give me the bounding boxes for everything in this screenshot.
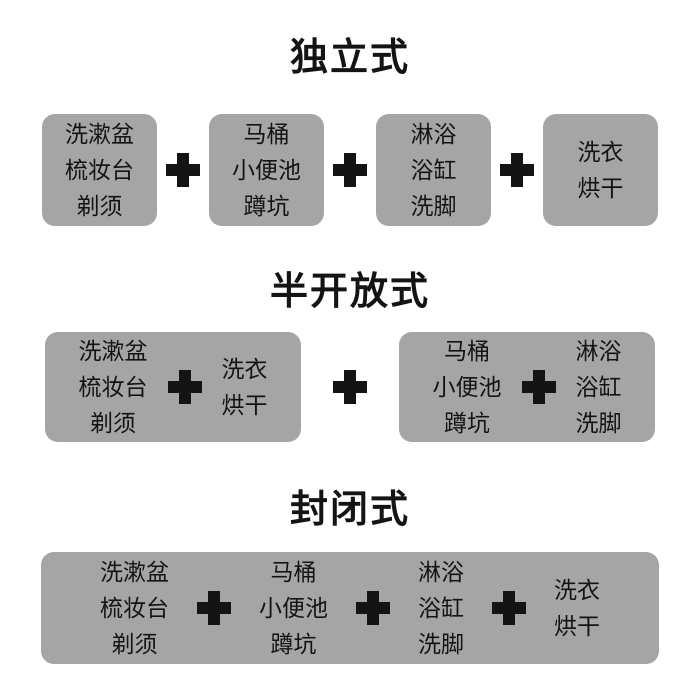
washing-laundry-box: 洗漱盆 梳妆台 剃须 洗衣 烘干 <box>45 332 301 442</box>
fixture-label: 梳妆台 <box>78 374 148 400</box>
bathing-group: 淋浴 浴缸 洗脚 <box>411 116 457 224</box>
section-enclosed: 封闭式 洗漱盆 梳妆台 剃须 马桶 小便池 蹲坑 淋浴 浴缸 洗脚 <box>0 482 700 664</box>
fixture-label: 蹲坑 <box>270 631 317 657</box>
fixture-label: 烘干 <box>577 175 624 201</box>
fixture-label: 小便池 <box>232 157 301 183</box>
fixture-label: 洗衣 <box>577 139 624 165</box>
plus-icon <box>500 153 534 187</box>
all-in-one-box: 洗漱盆 梳妆台 剃须 马桶 小便池 蹲坑 淋浴 浴缸 洗脚 <box>41 552 659 664</box>
independent-row: 洗漱盆 梳妆台 剃须 马桶 小便池 蹲坑 淋浴 浴缸 洗脚 <box>0 114 700 226</box>
fixture-label: 洗漱盆 <box>100 559 169 585</box>
bathing-box: 淋浴 浴缸 洗脚 <box>376 114 491 226</box>
fixture-label: 洗漱盆 <box>65 121 134 147</box>
plus-icon <box>333 153 367 187</box>
fixture-label: 洗脚 <box>410 193 457 219</box>
fixture-label: 马桶 <box>270 559 317 585</box>
section-semi-open: 半开放式 洗漱盆 梳妆台 剃须 洗衣 烘干 马桶 小便池 蹲坑 <box>0 264 700 442</box>
fixture-label: 烘干 <box>554 613 600 639</box>
washing-group: 洗漱盆 梳妆台 剃须 <box>79 333 148 441</box>
section-independent: 独立式 洗漱盆 梳妆台 剃须 马桶 小便池 蹲坑 淋浴 <box>0 30 700 226</box>
section-title-enclosed: 封闭式 <box>289 489 410 531</box>
laundry-group: 洗衣 烘干 <box>554 572 600 644</box>
plus-icon <box>166 153 200 187</box>
laundry-group: 洗衣 烘干 <box>578 134 624 206</box>
fixture-label: 淋浴 <box>418 559 464 585</box>
toilet-group: 马桶 小便池 蹲坑 <box>232 116 301 224</box>
plus-icon <box>333 370 367 404</box>
fixture-label: 洗漱盆 <box>78 338 148 364</box>
fixture-label: 浴缸 <box>575 374 622 400</box>
fixture-label: 洗衣 <box>554 577 600 603</box>
fixture-label: 小便池 <box>259 595 328 621</box>
fixture-label: 剃须 <box>76 193 123 219</box>
fixture-label: 淋浴 <box>410 121 457 147</box>
plus-icon <box>167 370 202 404</box>
toilet-bathing-box: 马桶 小便池 蹲坑 淋浴 浴缸 洗脚 <box>399 332 655 442</box>
fixture-label: 剃须 <box>111 631 158 657</box>
fixture-label: 烘干 <box>221 392 268 418</box>
washing-station-box: 洗漱盆 梳妆台 剃须 <box>42 114 157 226</box>
fixture-label: 小便池 <box>432 374 502 400</box>
enclosed-row: 洗漱盆 梳妆台 剃须 马桶 小便池 蹲坑 淋浴 浴缸 洗脚 <box>0 552 700 664</box>
fixture-label: 蹲坑 <box>243 193 290 219</box>
fixture-label: 马桶 <box>444 338 490 364</box>
fixture-label: 浴缸 <box>410 157 457 183</box>
fixture-label: 梳妆台 <box>65 157 134 183</box>
fixture-label: 剃须 <box>90 410 136 436</box>
washing-group: 洗漱盆 梳妆台 剃须 <box>100 554 169 662</box>
fixture-label: 洗脚 <box>418 631 464 657</box>
fixture-label: 洗脚 <box>575 410 622 436</box>
plus-icon <box>492 591 526 625</box>
fixture-label: 蹲坑 <box>444 410 490 436</box>
laundry-group: 洗衣 烘干 <box>222 351 268 423</box>
laundry-box: 洗衣 烘干 <box>543 114 658 226</box>
section-title-semi-open: 半开放式 <box>269 271 430 313</box>
fixture-label: 马桶 <box>243 121 290 147</box>
semi-open-row: 洗漱盆 梳妆台 剃须 洗衣 烘干 马桶 小便池 蹲坑 <box>0 332 700 442</box>
section-title-independent: 独立式 <box>289 37 410 79</box>
fixture-label: 浴缸 <box>418 595 464 621</box>
toilet-group: 马桶 小便池 蹲坑 <box>433 333 502 441</box>
fixture-label: 淋浴 <box>575 338 622 364</box>
bathing-group: 淋浴 浴缸 洗脚 <box>418 554 464 662</box>
toilet-box: 马桶 小便池 蹲坑 <box>209 114 324 226</box>
washing-group: 洗漱盆 梳妆台 剃须 <box>65 116 134 224</box>
fixture-label: 梳妆台 <box>100 595 169 621</box>
plus-icon <box>356 591 390 625</box>
toilet-group: 马桶 小便池 蹲坑 <box>259 554 328 662</box>
plus-icon <box>197 591 231 625</box>
fixture-label: 洗衣 <box>221 356 268 382</box>
plus-icon <box>521 370 556 404</box>
bathing-group: 淋浴 浴缸 洗脚 <box>576 333 622 441</box>
